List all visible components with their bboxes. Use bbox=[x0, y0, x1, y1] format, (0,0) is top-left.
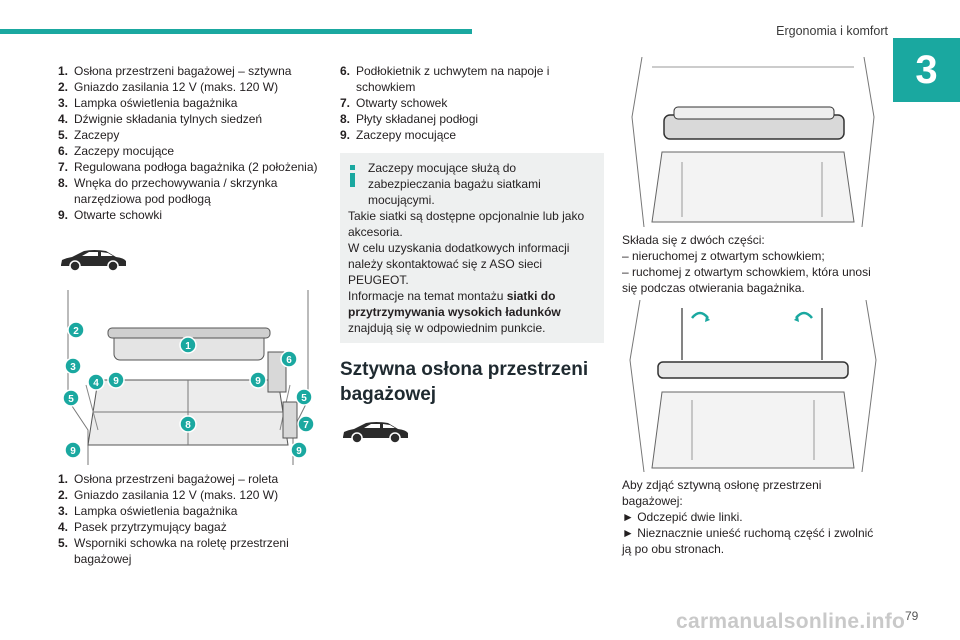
cover-removal-diagram bbox=[622, 300, 884, 472]
component-list-2: 1.Osłona przestrzeni bagażowej – roleta … bbox=[58, 471, 333, 567]
callout-label: 9 bbox=[255, 376, 261, 387]
list-item: 1.Osłona przestrzeni bagażowej – sztywna bbox=[58, 64, 292, 78]
component-list-1: 1.Osłona przestrzeni bagażowej – sztywna… bbox=[58, 63, 333, 223]
list-item: 3.Lampka oświetlenia bagażnika bbox=[58, 96, 238, 110]
list-item: 9.Otwarte schowki bbox=[58, 208, 163, 222]
list-item: 2.Gniazdo zasilania 12 V (maks. 120 W) bbox=[58, 488, 279, 502]
section-heading: Sztywna osłona przestrzeni bagażowej bbox=[340, 359, 589, 405]
info-text: Zaczepy mocujące służą do zabezpieczania… bbox=[348, 161, 585, 335]
car-silhouette-icon bbox=[343, 422, 408, 444]
section-header: Ergonomia i komfort bbox=[776, 24, 888, 38]
list-item: 5.Wsporniki schowka na roletę przestrzen… bbox=[58, 536, 289, 566]
callout-label: 1 bbox=[185, 341, 191, 352]
list-item: 3.Lampka oświetlenia bagażnika bbox=[58, 504, 238, 518]
callout-label: 4 bbox=[93, 378, 99, 389]
callout-label: 9 bbox=[296, 446, 302, 457]
callout-label: 9 bbox=[70, 446, 76, 457]
rigid-cover-diagram bbox=[622, 57, 884, 227]
removal-instructions: Aby zdjąć sztywną osłonę przestrzeni bag… bbox=[622, 478, 874, 556]
callout-label: 8 bbox=[185, 420, 191, 431]
header-accent-bar bbox=[0, 29, 472, 34]
list-item: 2.Gniazdo zasilania 12 V (maks. 120 W) bbox=[58, 80, 279, 94]
list-item: 4.Dźwignie składania tylnych siedzeń bbox=[58, 112, 263, 126]
list-item: 7.Otwarty schowek bbox=[340, 96, 448, 110]
page-number: 79 bbox=[905, 609, 919, 623]
list-item: 1.Osłona przestrzeni bagażowej – roleta bbox=[58, 472, 279, 486]
component-list-3: 6.Podłokietnik z uchwytem na napoje i sc… bbox=[340, 63, 604, 143]
callout-label: 5 bbox=[68, 394, 74, 405]
callout-label: 9 bbox=[113, 376, 119, 387]
trunk-diagram: 1 2 3 4 5 6 7 8 9 9 5 9 9 bbox=[58, 290, 318, 465]
list-item: 7.Regulowana podłoga bagażnika (2 położe… bbox=[58, 160, 318, 174]
list-item: 8.Płyty składanej podłogi bbox=[340, 112, 479, 126]
car-silhouette-icon bbox=[61, 250, 126, 272]
watermark: carmanualsonline.info bbox=[676, 610, 906, 633]
list-item: 6.Zaczepy mocujące bbox=[58, 144, 175, 158]
list-item: 4.Pasek przytrzymujący bagaż bbox=[58, 520, 227, 534]
list-item: 5.Zaczepy bbox=[58, 128, 120, 142]
list-item: 9.Zaczepy mocujące bbox=[340, 128, 457, 142]
info-box: Zaczepy mocujące służą do zabezpieczania… bbox=[340, 153, 604, 343]
description-block: Składa się z dwóch części: – nieruchomej… bbox=[622, 233, 871, 295]
list-item: 8.Wnęka do przechowywania / skrzynka nar… bbox=[58, 176, 278, 206]
list-item: 6.Podłokietnik z uchwytem na napoje i sc… bbox=[340, 64, 550, 94]
callout-label: 5 bbox=[301, 393, 307, 404]
callout-label: 2 bbox=[73, 326, 79, 337]
info-icon bbox=[350, 165, 355, 187]
callout-label: 3 bbox=[70, 362, 76, 373]
callout-label: 7 bbox=[303, 420, 309, 431]
callout-label: 6 bbox=[286, 355, 292, 366]
chapter-tab: 3 bbox=[893, 38, 960, 102]
